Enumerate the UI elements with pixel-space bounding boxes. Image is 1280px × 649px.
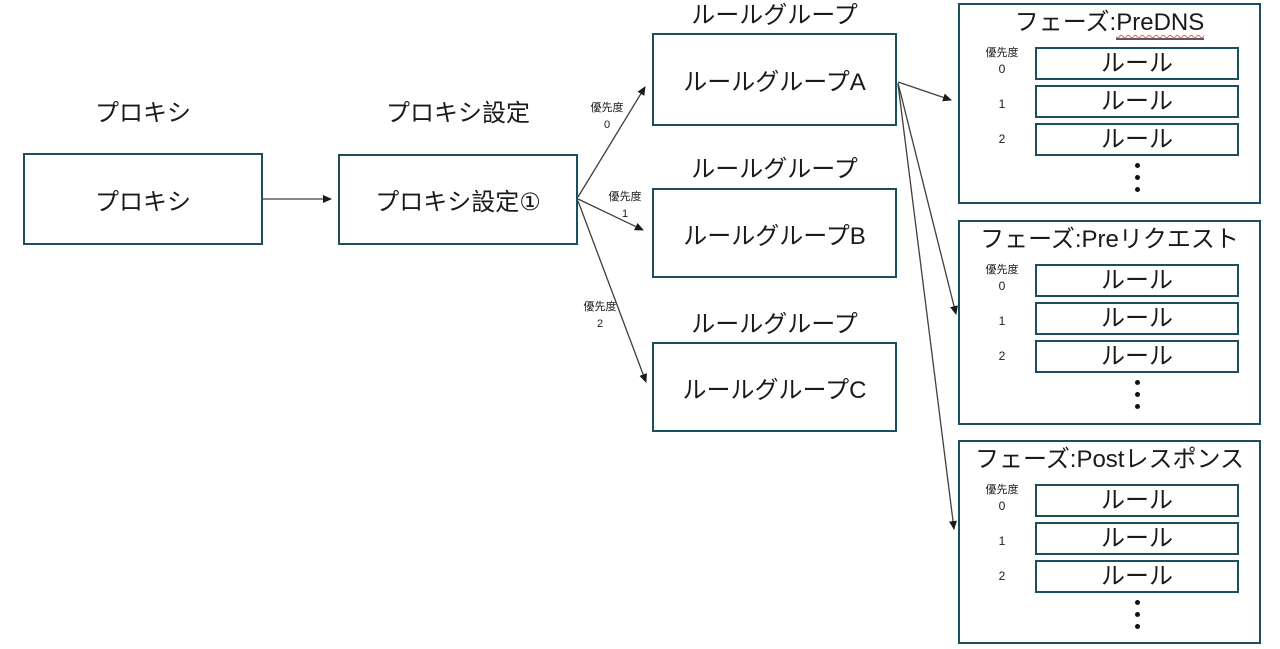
rule-box: ルール — [1035, 522, 1239, 555]
priority-number-2: 2 — [998, 132, 1006, 146]
phase-title: フェーズ:Postレスポンス — [960, 446, 1259, 475]
phase-title-prefix: フェーズ: — [1014, 9, 1117, 36]
rule-group-c-caption: ルールグループ — [691, 311, 858, 338]
vertical-ellipsis — [1035, 163, 1239, 192]
rule-label: ルール — [1101, 49, 1173, 77]
phase-title-prefix: フェーズ: — [980, 226, 1082, 253]
rule-group-c-box: ルールグループC — [652, 342, 897, 432]
phase-title-name: Preリクエスト — [1081, 226, 1239, 253]
rule-group-a-box: ルールグループA — [652, 33, 897, 126]
rule-box: ルール — [1035, 302, 1239, 335]
rule-label: ルール — [1101, 87, 1173, 115]
proxy-settings-box-label: プロキシ設定① — [375, 189, 541, 216]
rule-label: ルール — [1101, 125, 1173, 153]
rule-box: ルール — [1035, 123, 1239, 156]
arrow-rg-a-to-phase-postresponse — [897, 83, 957, 530]
priority-header: 優先度 — [985, 264, 1019, 276]
phase-box-postresponse: フェーズ:Postレスポンス 優先度 0 1 2 ルール ルール ルール — [958, 440, 1261, 644]
rule-group-c-label: ルールグループC — [682, 376, 867, 404]
priority-label-value: 1 — [621, 207, 629, 220]
rule-label: ルール — [1101, 304, 1173, 332]
priority-number-0: 0 — [998, 279, 1006, 293]
priority-header: 優先度 — [985, 484, 1019, 496]
rule-label: ルール — [1101, 524, 1173, 552]
rule-box: ルール — [1035, 484, 1239, 517]
priority-label-2: 優先度 2 — [572, 299, 628, 332]
priority-label-title: 優先度 — [583, 301, 617, 313]
arrow-rg-a-to-phase-predns — [897, 81, 952, 102]
rule-box: ルール — [1035, 85, 1239, 118]
rule-group-a-label: ルールグループA — [683, 69, 866, 96]
rule-label: ルール — [1101, 266, 1173, 294]
proxy-settings-caption: プロキシ設定 — [386, 100, 530, 127]
priority-number-0: 0 — [998, 62, 1006, 76]
vertical-ellipsis — [1035, 380, 1239, 409]
priority-label-value: 2 — [596, 317, 604, 330]
proxy-box: プロキシ — [23, 153, 263, 245]
rule-group-b-caption: ルールグループ — [691, 156, 858, 183]
phase-title-name: Postレスポンス — [1076, 446, 1244, 473]
priority-number-2: 2 — [998, 569, 1006, 583]
rule-box: ルール — [1035, 47, 1239, 80]
arrow-settings-to-rg-c — [577, 200, 647, 383]
rule-group-b-box: ルールグループB — [652, 188, 897, 278]
rule-group-a-caption: ルールグループ — [691, 2, 858, 29]
priority-label-0: 優先度 0 — [579, 100, 635, 133]
phase-title-name: PreDNS — [1116, 9, 1205, 36]
rule-label: ルール — [1101, 486, 1173, 514]
priority-header: 優先度 — [985, 47, 1019, 59]
rule-box: ルール — [1035, 264, 1239, 297]
rule-box: ルール — [1035, 560, 1239, 593]
priority-number-1: 1 — [998, 534, 1006, 548]
priority-label-title: 優先度 — [608, 191, 642, 203]
priority-number-1: 1 — [998, 97, 1006, 111]
phase-title: フェーズ:PreDNS — [960, 9, 1259, 40]
proxy-box-label: プロキシ — [95, 188, 191, 216]
phase-title: フェーズ:Preリクエスト — [960, 226, 1259, 255]
arrow-rg-a-to-phase-prerequest — [897, 82, 958, 315]
vertical-ellipsis — [1035, 600, 1239, 629]
priority-number-2: 2 — [998, 349, 1006, 363]
priority-label-1: 優先度 1 — [597, 189, 653, 222]
phase-title-prefix: フェーズ: — [974, 446, 1077, 473]
proxy-caption: プロキシ — [95, 100, 191, 127]
rule-label: ルール — [1101, 562, 1173, 590]
rule-label: ルール — [1101, 342, 1173, 370]
rule-group-b-label: ルールグループB — [683, 222, 866, 250]
proxy-settings-box: プロキシ設定① — [338, 154, 578, 245]
phase-box-predns: フェーズ:PreDNS 優先度 0 1 2 ルール ルール ルール — [958, 3, 1261, 204]
priority-number-0: 0 — [998, 499, 1006, 513]
phase-box-prerequest: フェーズ:Preリクエスト 優先度 0 1 2 ルール ルール ルール — [958, 220, 1261, 425]
priority-number-1: 1 — [998, 314, 1006, 328]
rule-box: ルール — [1035, 340, 1239, 373]
priority-label-title: 優先度 — [590, 102, 624, 114]
priority-label-value: 0 — [603, 118, 611, 131]
